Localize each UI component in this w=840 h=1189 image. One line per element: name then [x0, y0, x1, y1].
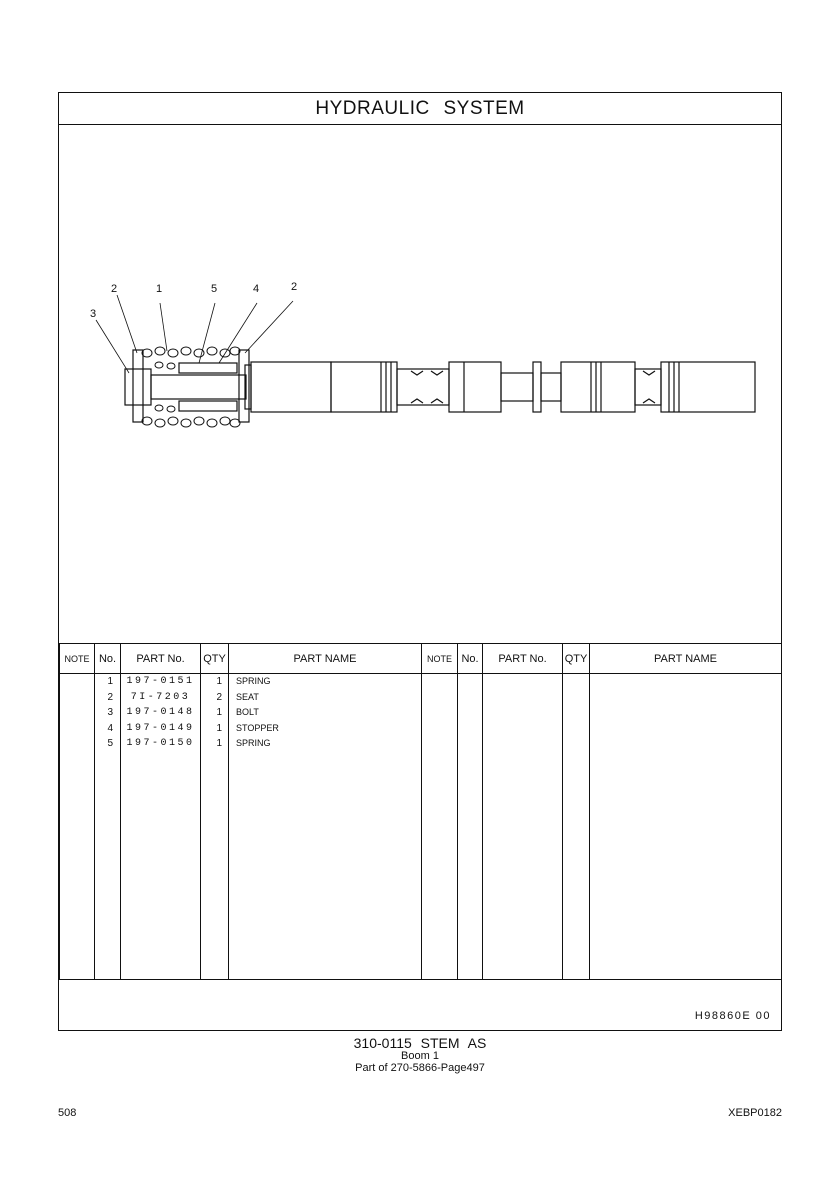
table-cell-part-no: 197-0150 — [126, 738, 195, 749]
table-cell-part-no: 197-0149 — [126, 722, 195, 734]
no-column: 1 2 3 4 5 — [94, 673, 121, 980]
stem-neck-3 — [540, 372, 562, 402]
table-cell-part-no: 197-0151 — [126, 676, 195, 687]
stem-assembly-drawing: 2 1 5 4 2 3 — [90, 281, 756, 428]
header-no: No. — [94, 643, 121, 674]
callout-2-right: 2 — [291, 281, 297, 293]
table-cell-part-no: 7I-7203 — [130, 691, 191, 703]
stem-segment-4 — [560, 361, 636, 413]
table-cell-part-name: SPRING — [236, 738, 271, 748]
assembly-caption: 310-0115 STEM AS — [353, 1035, 487, 1051]
table-cell-no: 5 — [107, 738, 113, 749]
table-cell-qty: 2 — [216, 691, 222, 703]
stem-neck-2 — [500, 372, 534, 402]
part-name-column-right — [589, 673, 782, 980]
callout-3: 3 — [90, 308, 96, 320]
table-cell-part-name: BOLT — [236, 707, 259, 717]
callout-4: 4 — [253, 283, 259, 295]
qty-column: 1 2 1 1 1 — [200, 673, 229, 980]
callout-1: 1 — [156, 283, 162, 295]
table-cell-part-name: SEAT — [236, 691, 259, 702]
header-note: NOTE — [59, 643, 95, 674]
stopper — [178, 362, 238, 374]
stem-neck-1 — [396, 368, 450, 406]
parts-sheet: HYDRAULIC SYSTEM — [58, 92, 782, 1031]
table-cell-part-no: 197-0148 — [126, 707, 195, 718]
header-no-right: No. — [457, 643, 483, 674]
bolt-shank — [150, 374, 247, 400]
stem-segment-2 — [330, 361, 398, 413]
table-cell-no: 2 — [107, 691, 113, 703]
header-part-no: PART No. — [120, 643, 201, 674]
header-part-name-right: PART NAME — [589, 643, 782, 674]
callout-5: 5 — [211, 283, 217, 295]
table-cell-part-name: STOPPER — [236, 722, 279, 733]
header-part-name: PART NAME — [228, 643, 422, 674]
table-cell-no: 4 — [107, 722, 113, 734]
table-header-row: NOTE No. PART No. QTY PART NAME NOTE No.… — [59, 643, 782, 674]
bolt-head — [124, 368, 152, 406]
part-no-column-right — [482, 673, 563, 980]
table-cell-qty: 1 — [216, 707, 222, 718]
header-qty: QTY — [200, 643, 229, 674]
table-cell-part-name: SPRING — [236, 676, 271, 686]
table-cell-no: 3 — [107, 707, 113, 718]
note-column-right — [421, 673, 458, 980]
stopper-lower — [178, 400, 238, 412]
qty-column-right — [562, 673, 590, 980]
exploded-diagram: 2 1 5 4 2 3 — [59, 125, 781, 643]
stem-segment-1 — [250, 361, 332, 413]
header-note-right: NOTE — [421, 643, 458, 674]
stem-land — [532, 361, 542, 413]
assembly-subcaption: Boom 1 — [401, 1050, 439, 1062]
spring-coils — [141, 346, 241, 428]
page-number: 508 — [58, 1107, 77, 1119]
document-code: XEBP0182 — [728, 1107, 782, 1119]
drawing-code: H98860E 00 — [694, 1010, 771, 1022]
table-cell-no: 1 — [107, 676, 113, 687]
table-cell-qty: 1 — [216, 676, 222, 687]
header-part-no-right: PART No. — [482, 643, 563, 674]
assembly-reference: Part of 270-5866-Page497 — [355, 1062, 485, 1074]
part-no-column: 197-0151 7I-7203 197-0148 197-0149 197-0… — [120, 673, 201, 980]
stem-segment-5 — [660, 361, 756, 413]
seat-left — [132, 349, 144, 423]
seat-right — [238, 349, 250, 423]
stem-segment-3 — [448, 361, 502, 413]
parts-table: NOTE No. PART No. QTY PART NAME NOTE No.… — [59, 643, 782, 980]
page-title: HYDRAULIC SYSTEM — [59, 93, 781, 125]
no-column-right — [457, 673, 483, 980]
part-name-column: SPRING SEAT BOLT STOPPER SPRING — [228, 673, 422, 980]
table-cell-qty: 1 — [216, 722, 222, 734]
note-column — [59, 673, 95, 980]
callout-2-left: 2 — [111, 283, 117, 295]
header-qty-right: QTY — [562, 643, 590, 674]
table-cell-qty: 1 — [216, 738, 222, 749]
table-body-row: 1 2 3 4 5 197-0151 7I-7203 197-0148 197-… — [59, 673, 782, 980]
